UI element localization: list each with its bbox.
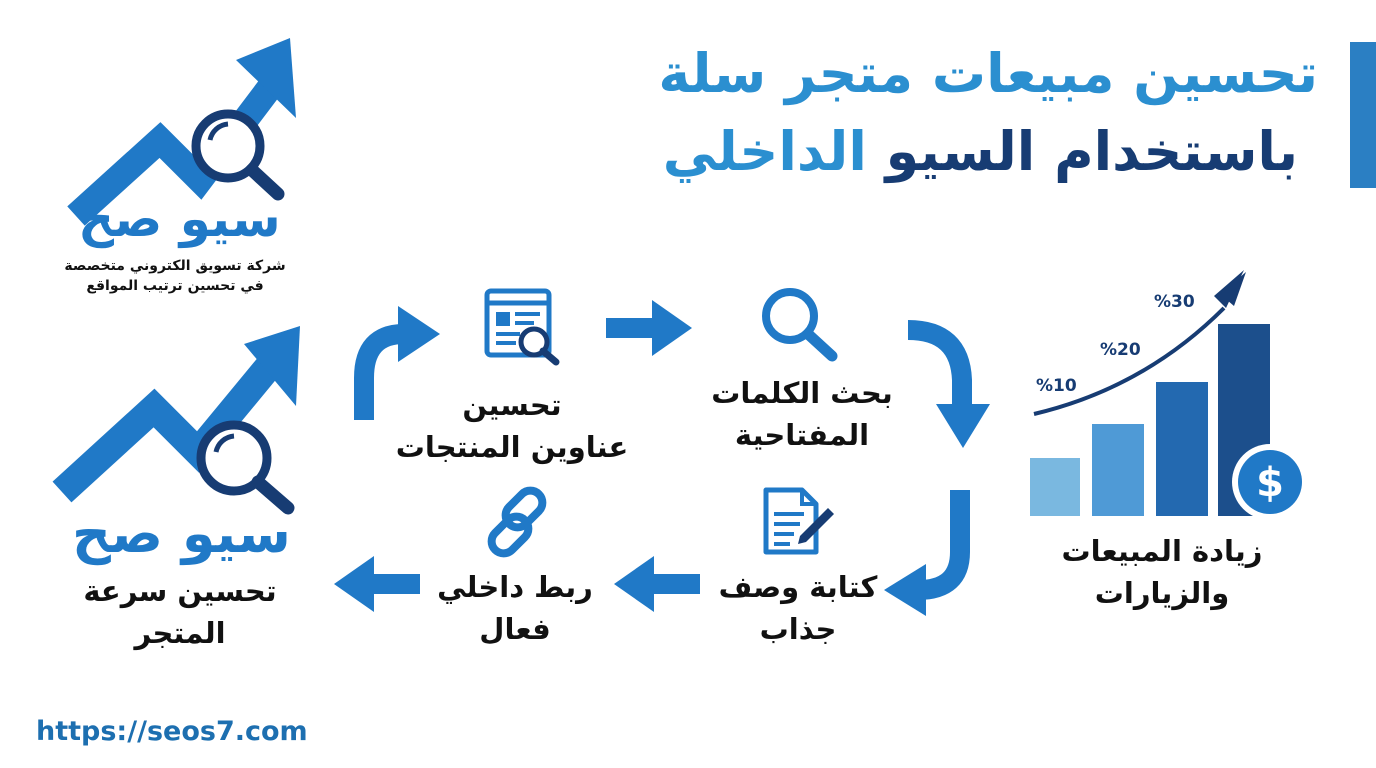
logo-name-bottom: سيو صح <box>72 502 291 565</box>
step-store-speed: تحسين سرعة المتجر <box>70 570 290 654</box>
logo-tagline: شركة تسويق الكتروني متخصصة في تحسين ترتي… <box>60 256 290 296</box>
growth-arrow-icon <box>67 38 296 226</box>
flow-arrow <box>614 556 700 612</box>
chart-data-label: %10 <box>1036 376 1077 396</box>
step-label: جذاب <box>759 612 837 646</box>
flow-arrow <box>354 306 440 420</box>
sales-growth-chart: $ <box>1030 270 1308 520</box>
flow-arrow <box>334 556 420 612</box>
step-label: المفتاحية <box>734 418 870 452</box>
step-label: كتابة وصف <box>718 570 878 604</box>
tagline-line2: في تحسين ترتيب المواقع <box>86 278 264 294</box>
page-title-line2: باستخدام السيو الداخلي <box>663 120 1298 183</box>
flow-arrow <box>606 300 692 356</box>
flow-arrow <box>907 320 990 448</box>
dollar-coin-icon: $ <box>1232 444 1308 520</box>
growth-arrow-icon <box>52 326 300 515</box>
title-highlight: الداخلي <box>662 120 867 183</box>
chart-bar <box>1092 424 1144 516</box>
magnifier-icon <box>762 288 838 362</box>
step-label: تحسين <box>462 388 562 422</box>
step-product-titles: تحسين عناوين المنتجات <box>392 384 632 468</box>
flow-arrow <box>884 490 970 616</box>
title-accent-bar <box>1350 42 1376 188</box>
step-label: ربط داخلي <box>437 570 593 604</box>
page-title-line1: تحسين مبيعات متجر سلة <box>658 42 1318 105</box>
chain-link-icon <box>487 486 547 558</box>
chart-data-label: %20 <box>1100 340 1141 360</box>
chart-bar <box>1156 382 1208 516</box>
title-text: باستخدام السيو <box>885 120 1298 183</box>
step-label: بحث الكلمات <box>711 376 893 410</box>
step-label: تحسين سرعة <box>83 574 277 608</box>
document-pen-icon <box>763 487 834 555</box>
result-line: زيادة المبيعات <box>1061 534 1263 568</box>
chart-bar <box>1030 458 1080 516</box>
tagline-line1: شركة تسويق الكتروني متخصصة <box>64 258 286 274</box>
logo-name-top: سيو صح <box>78 190 281 248</box>
result-line: والزيارات <box>1094 576 1230 610</box>
step-internal-linking: ربط داخلي فعال <box>410 566 620 650</box>
step-label: عناوين المنتجات <box>395 430 629 464</box>
step-description: كتابة وصف جذاب <box>688 566 908 650</box>
trend-line <box>1033 306 1226 416</box>
step-label: فعال <box>479 612 551 646</box>
result-label: زيادة المبيعات والزيارات <box>1032 530 1292 614</box>
web-page-search-icon <box>484 288 560 366</box>
trend-arrowhead <box>1214 270 1244 308</box>
chart-data-label: %30 <box>1154 292 1195 312</box>
step-keyword-research: بحث الكلمات المفتاحية <box>692 372 912 456</box>
site-url-link[interactable]: https://seos7.com <box>36 716 308 747</box>
svg-text:$: $ <box>1256 460 1284 506</box>
step-label: المتجر <box>134 616 226 650</box>
